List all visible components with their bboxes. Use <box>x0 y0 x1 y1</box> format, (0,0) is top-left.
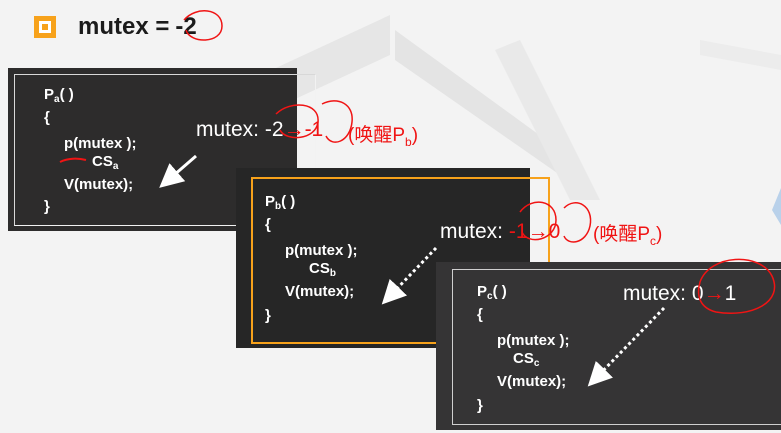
process-c-p: p(mutex ); <box>497 332 570 349</box>
process-b-v: V(mutex); <box>285 283 355 300</box>
header-value: -2 <box>175 13 197 40</box>
process-c-name: P <box>477 283 488 300</box>
wake-note-a: (唤醒Pb) <box>348 120 418 149</box>
square-icon <box>34 16 56 38</box>
process-b-cs: CS <box>309 260 330 277</box>
process-a-cs-sub: a <box>112 161 119 172</box>
mutex-b-circle-2 <box>563 202 592 243</box>
mutex-transition-c: mutex: 0→1 <box>623 282 736 306</box>
mutex-arrow-c: → <box>703 282 725 305</box>
process-c-code: Pc( ) { p(mutex ); CSc V(mutex); } <box>477 283 570 415</box>
process-c-v: V(mutex); <box>497 373 567 390</box>
process-b-call: ( ) <box>281 193 296 210</box>
mutex-a-circle-1 <box>275 104 319 139</box>
process-c-sub: c <box>487 291 493 302</box>
process-b-cs-sub: b <box>329 268 336 279</box>
process-a-code: Pa( ) { p(mutex ); CSa V(mutex); } <box>42 86 137 216</box>
mutex-to-c: 1 <box>724 282 737 305</box>
process-b-open: { <box>265 216 271 233</box>
wake-note-a-close: ) <box>411 125 419 146</box>
mutex-from-b: -1 <box>508 220 528 243</box>
mutex-from-a: -2 <box>264 118 284 141</box>
process-b-close: } <box>265 307 271 324</box>
process-a-cs: CS <box>92 153 113 170</box>
process-c-cs: CS <box>513 350 534 367</box>
process-c-open: { <box>477 306 483 323</box>
header-title: mutex = <box>78 13 170 40</box>
arrow-a <box>159 154 197 188</box>
mutex-label-a: mutex: <box>196 118 260 141</box>
process-c-close: } <box>477 397 483 414</box>
mutex-a-circle-2 <box>321 100 353 143</box>
mutex-arrow-a: → <box>283 118 305 141</box>
process-a-v: V(mutex); <box>64 176 134 193</box>
mutex-label-c: mutex: <box>623 282 687 305</box>
arrow-c <box>587 306 666 387</box>
process-a-sub: a <box>54 94 60 105</box>
process-a-name: P <box>44 86 55 103</box>
process-c-cs-sub: c <box>533 358 540 369</box>
mutex-transition-a: mutex: -2→-1 <box>196 118 323 142</box>
wake-note-b-close: ) <box>656 224 663 245</box>
process-c-call: ( ) <box>492 283 507 300</box>
wake-note-b-text: (唤醒P <box>593 224 651 245</box>
header-value-circle <box>183 10 223 41</box>
mutex-from-c: 0 <box>691 282 704 305</box>
process-a-open: { <box>44 109 50 126</box>
process-b-p: p(mutex ); <box>285 242 358 259</box>
wake-note-b-sub: c <box>650 233 657 248</box>
process-b-name: P <box>265 193 276 210</box>
wake-note-a-text: (唤醒P <box>348 125 406 146</box>
process-a-close: } <box>44 198 50 215</box>
header: mutex = -2 <box>34 10 197 44</box>
process-b-sub: b <box>275 201 282 212</box>
process-b-code: Pb( ) { p(mutex ); CSb V(mutex); } <box>265 193 358 325</box>
process-c-panel <box>436 262 781 430</box>
arrow-b <box>381 246 438 305</box>
mutex-transition-b: mutex: -1→0 <box>440 220 560 244</box>
mutex-b-circle-1 <box>519 201 557 241</box>
cs-a-marker <box>59 157 87 163</box>
wake-note-a-sub: b <box>405 134 412 149</box>
process-a-call: ( ) <box>59 86 74 103</box>
process-a-p: p(mutex ); <box>64 135 137 152</box>
wake-note-b: (唤醒Pc) <box>593 219 662 248</box>
mutex-c-circle <box>697 258 776 314</box>
mutex-label-b: mutex: <box>440 220 504 243</box>
mutex-to-b: 0 <box>548 220 561 243</box>
